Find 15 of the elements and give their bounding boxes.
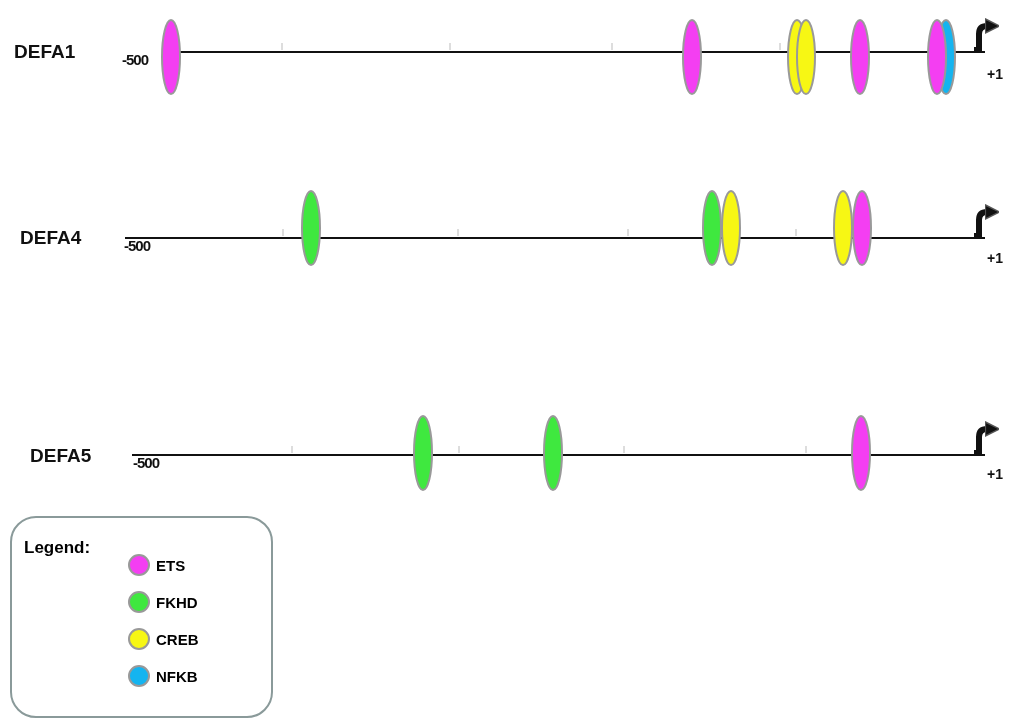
gene-name: DEFA4 [20,227,82,249]
legend-label: CREB [156,631,199,648]
legend-title: Legend: [24,538,91,558]
legend-label: FKHD [156,594,198,611]
position-label: +1 [987,66,1003,82]
position-label: -500 [133,454,160,471]
position-label: +1 [987,250,1003,266]
legend-box [10,516,273,718]
legend-label: NFKB [156,668,198,685]
position-label: -500 [122,51,149,68]
position-label: -500 [124,237,151,254]
gene-name: DEFA5 [30,445,92,467]
legend-label: ETS [156,557,186,574]
gene-name: DEFA1 [14,41,76,63]
position-label: +1 [987,466,1003,482]
